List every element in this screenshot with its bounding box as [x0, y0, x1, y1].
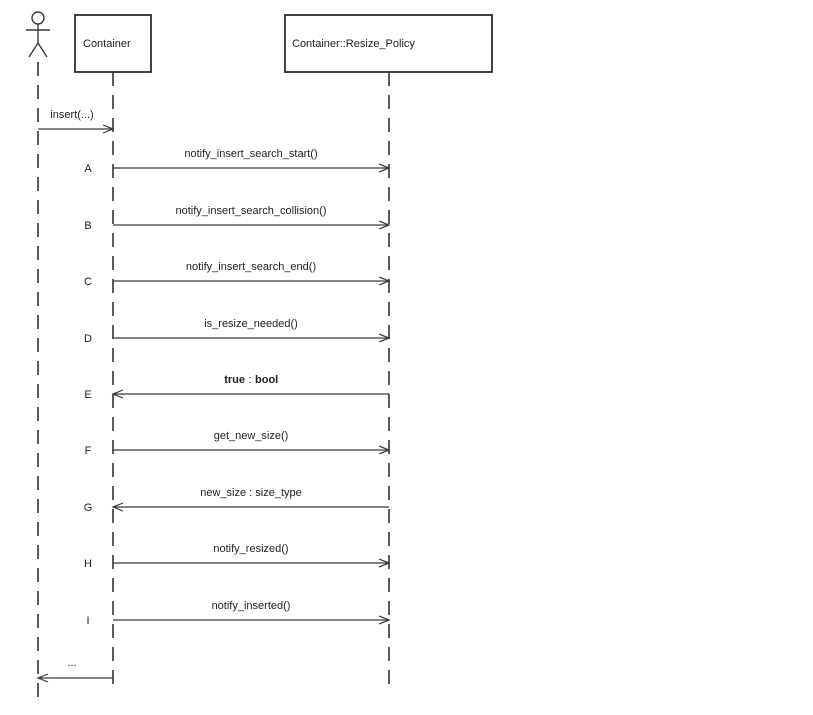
- message-letter: H: [84, 558, 92, 570]
- message-label-bold-left: true: [224, 374, 245, 386]
- message-label-colon: :: [248, 374, 251, 386]
- message-label: notify_insert_search_collision(): [175, 205, 326, 217]
- message-return-ellipsis: ...: [36, 657, 113, 683]
- message-label: ...: [67, 657, 76, 669]
- participant-resize-policy-label: Container::Resize_Policy: [292, 38, 415, 50]
- message-letter: I: [86, 615, 89, 627]
- participant-resize-policy: Container::Resize_Policy: [284, 14, 493, 73]
- message-label-bold-right: bool: [255, 374, 278, 386]
- message-notify-insert-search-end: notify_insert_search_end() C: [84, 261, 391, 288]
- message-notify-insert-search-start: notify_insert_search_start() A: [84, 148, 391, 175]
- message-return-true-bool: true : bool E: [84, 374, 389, 401]
- message-return-new-size: new_size : size_type G: [84, 487, 389, 514]
- message-label: new_size : size_type: [200, 487, 302, 499]
- message-label: notify_insert_search_start(): [184, 148, 317, 160]
- message-label: get_new_size(): [214, 430, 289, 442]
- participant-container: Container: [74, 14, 152, 73]
- message-letter: B: [84, 220, 91, 232]
- message-get-new-size: get_new_size() F: [85, 430, 391, 457]
- message-letter: A: [84, 163, 92, 175]
- message-label: is_resize_needed(): [204, 318, 298, 330]
- message-letter: G: [84, 502, 93, 514]
- message-label: notify_inserted(): [212, 600, 291, 612]
- participant-container-label: Container: [83, 38, 131, 50]
- message-notify-insert-search-collision: notify_insert_search_collision() B: [84, 205, 391, 232]
- message-label: notify_resized(): [213, 543, 288, 555]
- message-notify-inserted: notify_inserted() I: [86, 600, 391, 627]
- message-insert: insert(...): [38, 109, 115, 134]
- message-letter: F: [85, 445, 92, 457]
- message-label: notify_insert_search_end(): [186, 261, 316, 273]
- message-label: insert(...): [50, 109, 93, 121]
- actor-icon: [26, 11, 50, 58]
- message-letter: D: [84, 333, 92, 345]
- message-letter: E: [84, 389, 91, 401]
- message-letter: C: [84, 276, 92, 288]
- message-is-resize-needed: is_resize_needed() D: [84, 318, 391, 345]
- message-notify-resized: notify_resized() H: [84, 543, 391, 570]
